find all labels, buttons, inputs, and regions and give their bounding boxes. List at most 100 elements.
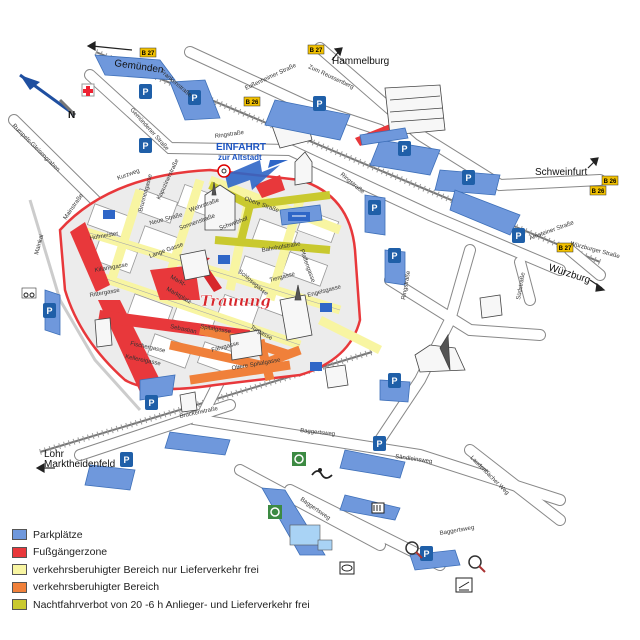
parking-sign[interactable]: P	[139, 84, 152, 99]
svg-text:P: P	[391, 251, 397, 261]
einfahrt-subtitle: zur Altstadt	[218, 153, 262, 162]
bus-icon	[103, 210, 115, 219]
svg-text:B 26: B 26	[592, 189, 605, 195]
legend-swatch	[12, 546, 27, 558]
legend-label: verkehrsberuhigter Bereich nur Lieferver…	[33, 563, 259, 576]
parking-sign[interactable]: P	[368, 200, 381, 215]
svg-text:Sebastian: Sebastian	[170, 324, 197, 335]
svg-text:P: P	[142, 87, 148, 97]
route-badge-b26: B 26	[589, 185, 607, 196]
legend-item-night-ban: Nachtfahrverbot von 20 -6 h Anlieger- un…	[12, 596, 310, 614]
svg-text:P: P	[391, 376, 397, 386]
pool-icon	[289, 524, 321, 546]
route-badge-b27: B 27	[556, 242, 574, 253]
parking-sign[interactable]: P	[43, 303, 56, 318]
route-badge-b26: B 26	[243, 96, 261, 107]
parking-sign[interactable]: P	[512, 228, 525, 243]
legend-item-calm-delivery: verkehrsberuhigter Bereich nur Lieferver…	[12, 561, 310, 579]
parking-sign[interactable]: P	[388, 373, 401, 388]
stadium-icon	[371, 502, 385, 514]
river-bank	[28, 199, 142, 412]
parking-sign[interactable]: P	[188, 90, 201, 105]
parking-sign[interactable]: P	[373, 436, 386, 451]
legend-label: Nachtfahrverbot von 20 -6 h Anlieger- un…	[33, 598, 310, 611]
poi-icons: N	[19, 73, 486, 593]
legend-item-calm: verkehrsberuhigter Bereich	[12, 579, 310, 597]
parking-sign[interactable]: P	[388, 248, 401, 263]
parking-sign[interactable]: P	[462, 170, 475, 185]
svg-text:P: P	[123, 455, 129, 465]
svg-text:P: P	[148, 398, 154, 408]
svg-text:P: P	[515, 231, 521, 241]
legend-item-pedestrian: Fußgängerzone	[12, 544, 310, 562]
route-badges: B 27 B 27 B 26 B 26 B 26 B 27	[139, 44, 619, 253]
bus-icon	[320, 303, 332, 312]
parking-sign[interactable]: P	[139, 138, 152, 153]
legend-label: Parkplätze	[33, 528, 83, 541]
svg-text:Spitalgasse: Spitalgasse	[200, 324, 232, 335]
roundabout-icon	[217, 164, 231, 178]
route-badge-b27: B 27	[139, 47, 157, 58]
bicycle-icon	[21, 287, 37, 299]
svg-text:Hofmeister: Hofmeister	[89, 231, 119, 242]
parking-sign[interactable]: P	[313, 96, 326, 111]
svg-text:P: P	[376, 439, 382, 449]
parking-sign[interactable]: P	[398, 141, 411, 156]
svg-text:P: P	[371, 203, 377, 213]
bus-icon	[288, 212, 310, 221]
recycling-icon	[268, 505, 282, 519]
svg-text:Baggertsweg: Baggertsweg	[300, 428, 335, 438]
svg-text:Arnsteiner Straße: Arnsteiner Straße	[529, 220, 576, 242]
north-letter: N	[68, 110, 75, 121]
recycling-icon	[292, 452, 306, 466]
legend-swatch	[12, 599, 27, 611]
parking-areas	[44, 54, 521, 571]
svg-text:Ringstraße: Ringstraße	[401, 270, 412, 301]
legend-label: verkehrsberuhigter Bereich	[33, 581, 160, 594]
bus-icon	[218, 255, 230, 264]
tennis-icon	[468, 555, 486, 573]
svg-text:P: P	[423, 549, 429, 559]
entry-arrow	[225, 160, 280, 190]
svg-text:P: P	[142, 141, 148, 151]
place-lohr: Lohr	[44, 449, 65, 460]
place-schweinfurt: Schweinfurt	[535, 167, 587, 178]
svg-text:B 26: B 26	[246, 100, 259, 106]
compass-icon	[19, 73, 77, 117]
svg-text:Rittergasse: Rittergasse	[89, 288, 121, 299]
parking-sign[interactable]: P	[120, 452, 133, 467]
swimming-icon	[311, 468, 333, 479]
svg-text:Ringstraße: Ringstraße	[214, 130, 245, 140]
legend-swatch	[12, 581, 27, 593]
route-badge-b26: B 26	[601, 175, 619, 186]
map-legend: Parkplätze Fußgängerzone verkehrsberuhig…	[12, 526, 310, 614]
svg-text:Baggertsweg: Baggertsweg	[439, 525, 475, 537]
einfahrt-title: EINFAHRT	[216, 142, 266, 153]
legend-swatch	[12, 564, 27, 576]
svg-text:P: P	[316, 99, 322, 109]
parking-sign[interactable]: P	[420, 546, 433, 561]
route-badge-b27: B 27	[307, 44, 325, 55]
legend-item-parking: Parkplätze	[12, 526, 310, 544]
bus-station-icon	[339, 561, 355, 575]
pool-icon	[317, 539, 333, 551]
parking-sign[interactable]: P	[145, 395, 158, 410]
svg-text:B 26: B 26	[604, 179, 617, 185]
svg-text:P: P	[465, 173, 471, 183]
svg-text:Rumpels-Gleisengraben: Rumpels-Gleisengraben	[11, 123, 61, 173]
parking-signs: P P P P P P P P P P P P P P P	[43, 84, 525, 561]
svg-text:P: P	[401, 144, 407, 154]
svg-text:Kurzweg: Kurzweg	[117, 168, 141, 182]
first-aid-icon	[81, 83, 95, 97]
svg-text:Kiliansgasse: Kiliansgasse	[94, 262, 129, 274]
svg-text:B 27: B 27	[559, 246, 572, 252]
place-hammelburg: Hammelburg	[332, 56, 389, 67]
svg-text:Sändleinsweg: Sändleinsweg	[395, 454, 433, 465]
entry-arrow-2	[268, 160, 288, 168]
tennis-icon	[405, 541, 423, 559]
legend-label: Fußgängerzone	[33, 546, 108, 559]
svg-text:Südstraße: Südstraße	[516, 271, 527, 300]
trauung-label: Trauung	[200, 292, 271, 310]
svg-text:B 27: B 27	[142, 51, 155, 57]
